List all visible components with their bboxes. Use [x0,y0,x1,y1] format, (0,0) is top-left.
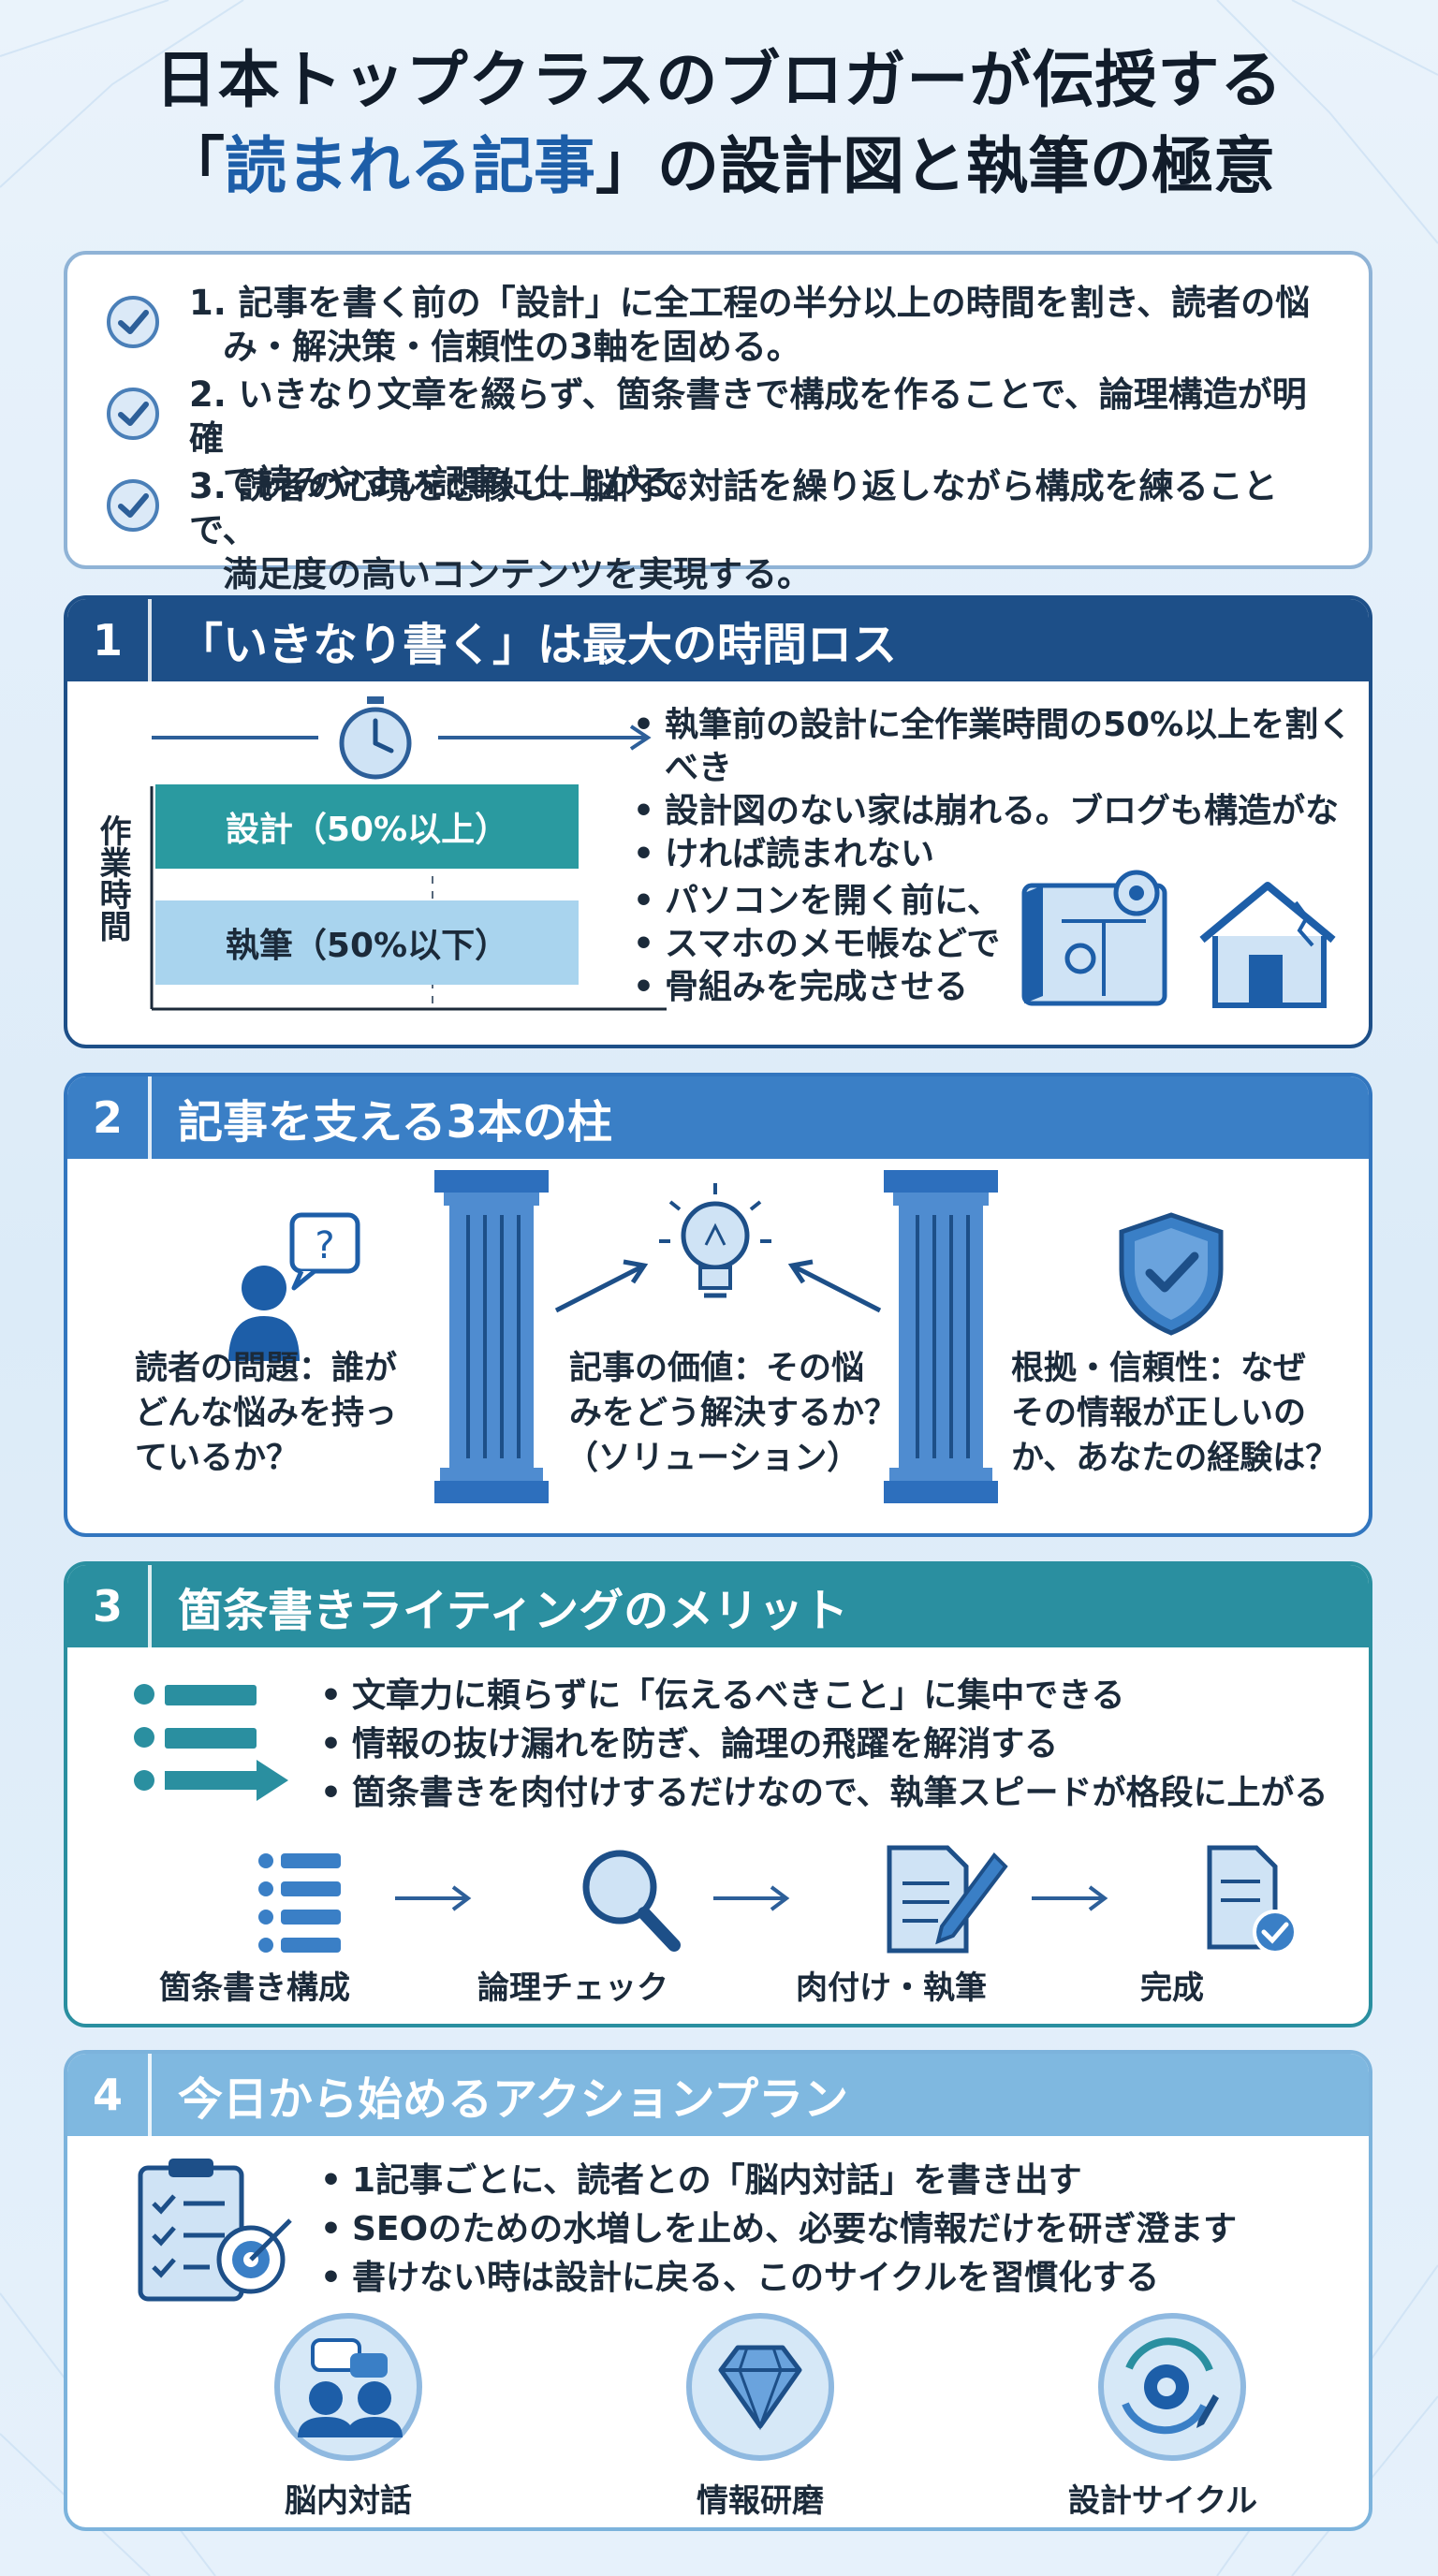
list-item: 箇条書きを肉付けするだけなので、執筆スピードが格段に上がる [320,1769,1328,1818]
pillar-right-text: 根拠・信頼性：なぜ その情報が正しいの か、あなたの経験は？ [1011,1350,1339,1477]
writing-flow-icons [258,1845,1294,1954]
check-circle-icon [107,296,159,348]
flow-step-label: 箇条書き構成 [159,1969,350,2007]
check-circle-icon [107,388,159,440]
list-arrow-icon [134,1684,288,1801]
summary-item-line: で読みやすい記事に仕上がる。 [223,462,708,503]
document-check-icon [1207,1845,1294,1954]
summary-box: 1. 記事を書く前の「設計」に全工程の半分以上の時間を割き、読者の悩 み・解決策… [64,251,1372,594]
arrow-right-icon [1032,1885,1108,1911]
flow-step-label: 完成 [1140,1969,1204,2007]
magnifier-icon [582,1850,681,1952]
section1-bullets-bottom: パソコンを開く前に、 スマホのメモ帳などで 骨組みを完成させる [633,880,1001,1009]
summary-item-line: 3. 読者の心境を想像し、脳内で対話を繰り返しながら構成を練ることで、 [189,466,1278,550]
pillar-left [434,1170,549,1503]
section-number: 2 [67,1076,152,1159]
clipboard-target-icon [138,2159,292,2302]
section3-bullets: 文章力に頼らずに「伝えるべきこと」に集中できる 情報の抜け漏れを防ぎ、論理の飛躍… [320,1672,1328,1818]
clock-icon [339,696,412,780]
section-title: 今日から始めるアクションプラン [178,2073,849,2126]
lightbulb-icon [659,1183,771,1298]
list-item: 1記事ごとに、読者との「脳内対話」を書き出す [320,2157,1237,2205]
flow-step-label: 論理チェック [477,1969,668,2007]
summary-item-line: 満足度の高いコンテンツを実現する。 [223,554,812,594]
diamond-icon [686,2313,834,2461]
section-bullet-writing: 3 箇条書きライティングのメリット 文章力に頼らずに「伝えるべきこと」に集中でき… [64,1561,1372,2027]
section-header: 3 箇条書きライティングのメリット [67,1565,1369,1647]
list-item: ければ読まれない [633,833,1369,876]
flow-step-label: 肉付け・執筆 [796,1969,987,2007]
action-icon-label: 設計サイクル [1067,2482,1258,2520]
title-rest: 」の設計図と執筆の極意 [595,130,1275,202]
section-time-loss: 1 「いきなり書く」は最大の時間ロス 作業時間 設計（50%以上） 執筆（50%… [64,595,1372,1048]
section-three-pillars: 2 記事を支える3本の柱 ? [64,1073,1372,1537]
bar-writing: 執筆（50%以下） [155,900,579,985]
summary-item: 1. 記事を書く前の「設計」に全工程の半分以上の時間を割き、読者の悩 み・解決策… [105,277,1331,369]
document-pen-icon [887,1845,1008,1954]
list-item: SEOのための水増しを止め、必要な情報だけを研ぎ澄ます [320,2205,1237,2254]
section-title: 記事を支える3本の柱 [178,1096,612,1149]
person-question-icon: ? [228,1212,360,1361]
dialogue-icon [274,2313,422,2461]
pillar-left-text: 読者の問題：誰が どんな悩みを持っ ているか？ [135,1350,398,1477]
list-item: 骨組みを完成させる [633,966,1001,1009]
section-number: 4 [67,2054,152,2136]
section-header: 1 「いきなり書く」は最大の時間ロス [67,599,1369,681]
list-item: 情報の抜け漏れを防ぎ、論理の飛躍を解消する [320,1720,1328,1769]
shield-check-icon [1119,1212,1224,1336]
summary-item-line: み・解決策・信頼性の3軸を固める。 [223,327,801,367]
section-header: 2 記事を支える3本の柱 [67,1076,1369,1159]
action-icon-label: 脳内対話 [285,2482,412,2520]
summary-item: 2. いきなり文章を綴らず、箇条書きで構成を作ることで、論理構造が明確 で読みや… [105,369,1331,503]
action-icons [274,2313,1246,2461]
list-item: 執筆前の設計に全作業時間の50%以上を割くべき [633,704,1369,790]
bar-design: 設計（50%以上） [155,784,579,869]
section-title: 「いきなり書く」は最大の時間ロス [178,619,898,671]
list-item: パソコンを開く前に、 [633,880,1001,923]
section-number: 3 [67,1565,152,1647]
gear-cycle-icon [1098,2313,1246,2461]
summary-item: 3. 読者の心境を想像し、脳内で対話を繰り返しながら構成を練ることで、 満足度の… [105,461,1331,594]
list-item: 設計図のない家は崩れる。ブログも構造がな [633,790,1369,833]
summary-item-line: 1. 記事を書く前の「設計」に全工程の半分以上の時間を割き、読者の悩 [189,283,1311,323]
pillar-right [884,1170,998,1503]
title-highlight: 読まれる記事 [225,130,595,202]
page-title-line2: 「読まれる記事」の設計図と執筆の極意 [0,124,1438,210]
pillars-illustration [434,1170,998,1503]
section-action-plan: 4 今日から始めるアクションプラン 1記事ごとに、読者との「脳内対話」を書き出す… [64,2050,1372,2531]
section-header: 4 今日から始めるアクションプラン [67,2054,1369,2136]
svg-text:?: ? [315,1224,334,1267]
page-title-line1: 日本トップクラスのブロガーが伝授する [154,44,1284,116]
arrow-right-icon [713,1885,790,1911]
page-header: 日本トップクラスのブロガーが伝授する 「読まれる記事」の設計図と執筆の極意 [0,37,1438,210]
y-axis-label: 作業時間 [94,814,131,942]
list-item: 書けない時は設計に戻る、このサイクルを習慣化する [320,2254,1237,2303]
title-open-bracket: 「 [163,130,225,202]
list-icon [258,1853,341,1953]
blueprint-house-icon [1021,870,1336,1008]
section4-bullets: 1記事ごとに、読者との「脳内対話」を書き出す SEOのための水増しを止め、必要な… [320,2157,1237,2303]
list-item: スマホのメモ帳などで [633,923,1001,966]
section1-bullets-top: 執筆前の設計に全作業時間の50%以上を割くべき 設計図のない家は崩れる。ブログも… [633,704,1369,876]
section-title: 箇条書きライティングのメリット [178,1585,849,1637]
action-icon-label: 情報研磨 [697,2482,824,2520]
arrow-right-icon [395,1885,472,1911]
list-item: 文章力に頼らずに「伝えるべきこと」に集中できる [320,1672,1328,1720]
summary-item-line: 2. いきなり文章を綴らず、箇条書きで構成を作ることで、論理構造が明確 [189,374,1307,459]
section-number: 1 [67,599,152,681]
pillar-center-text: 記事の価値：その悩 みをどう解決するか？ （ソリューション） [565,1350,898,1477]
check-circle-icon [107,479,159,532]
